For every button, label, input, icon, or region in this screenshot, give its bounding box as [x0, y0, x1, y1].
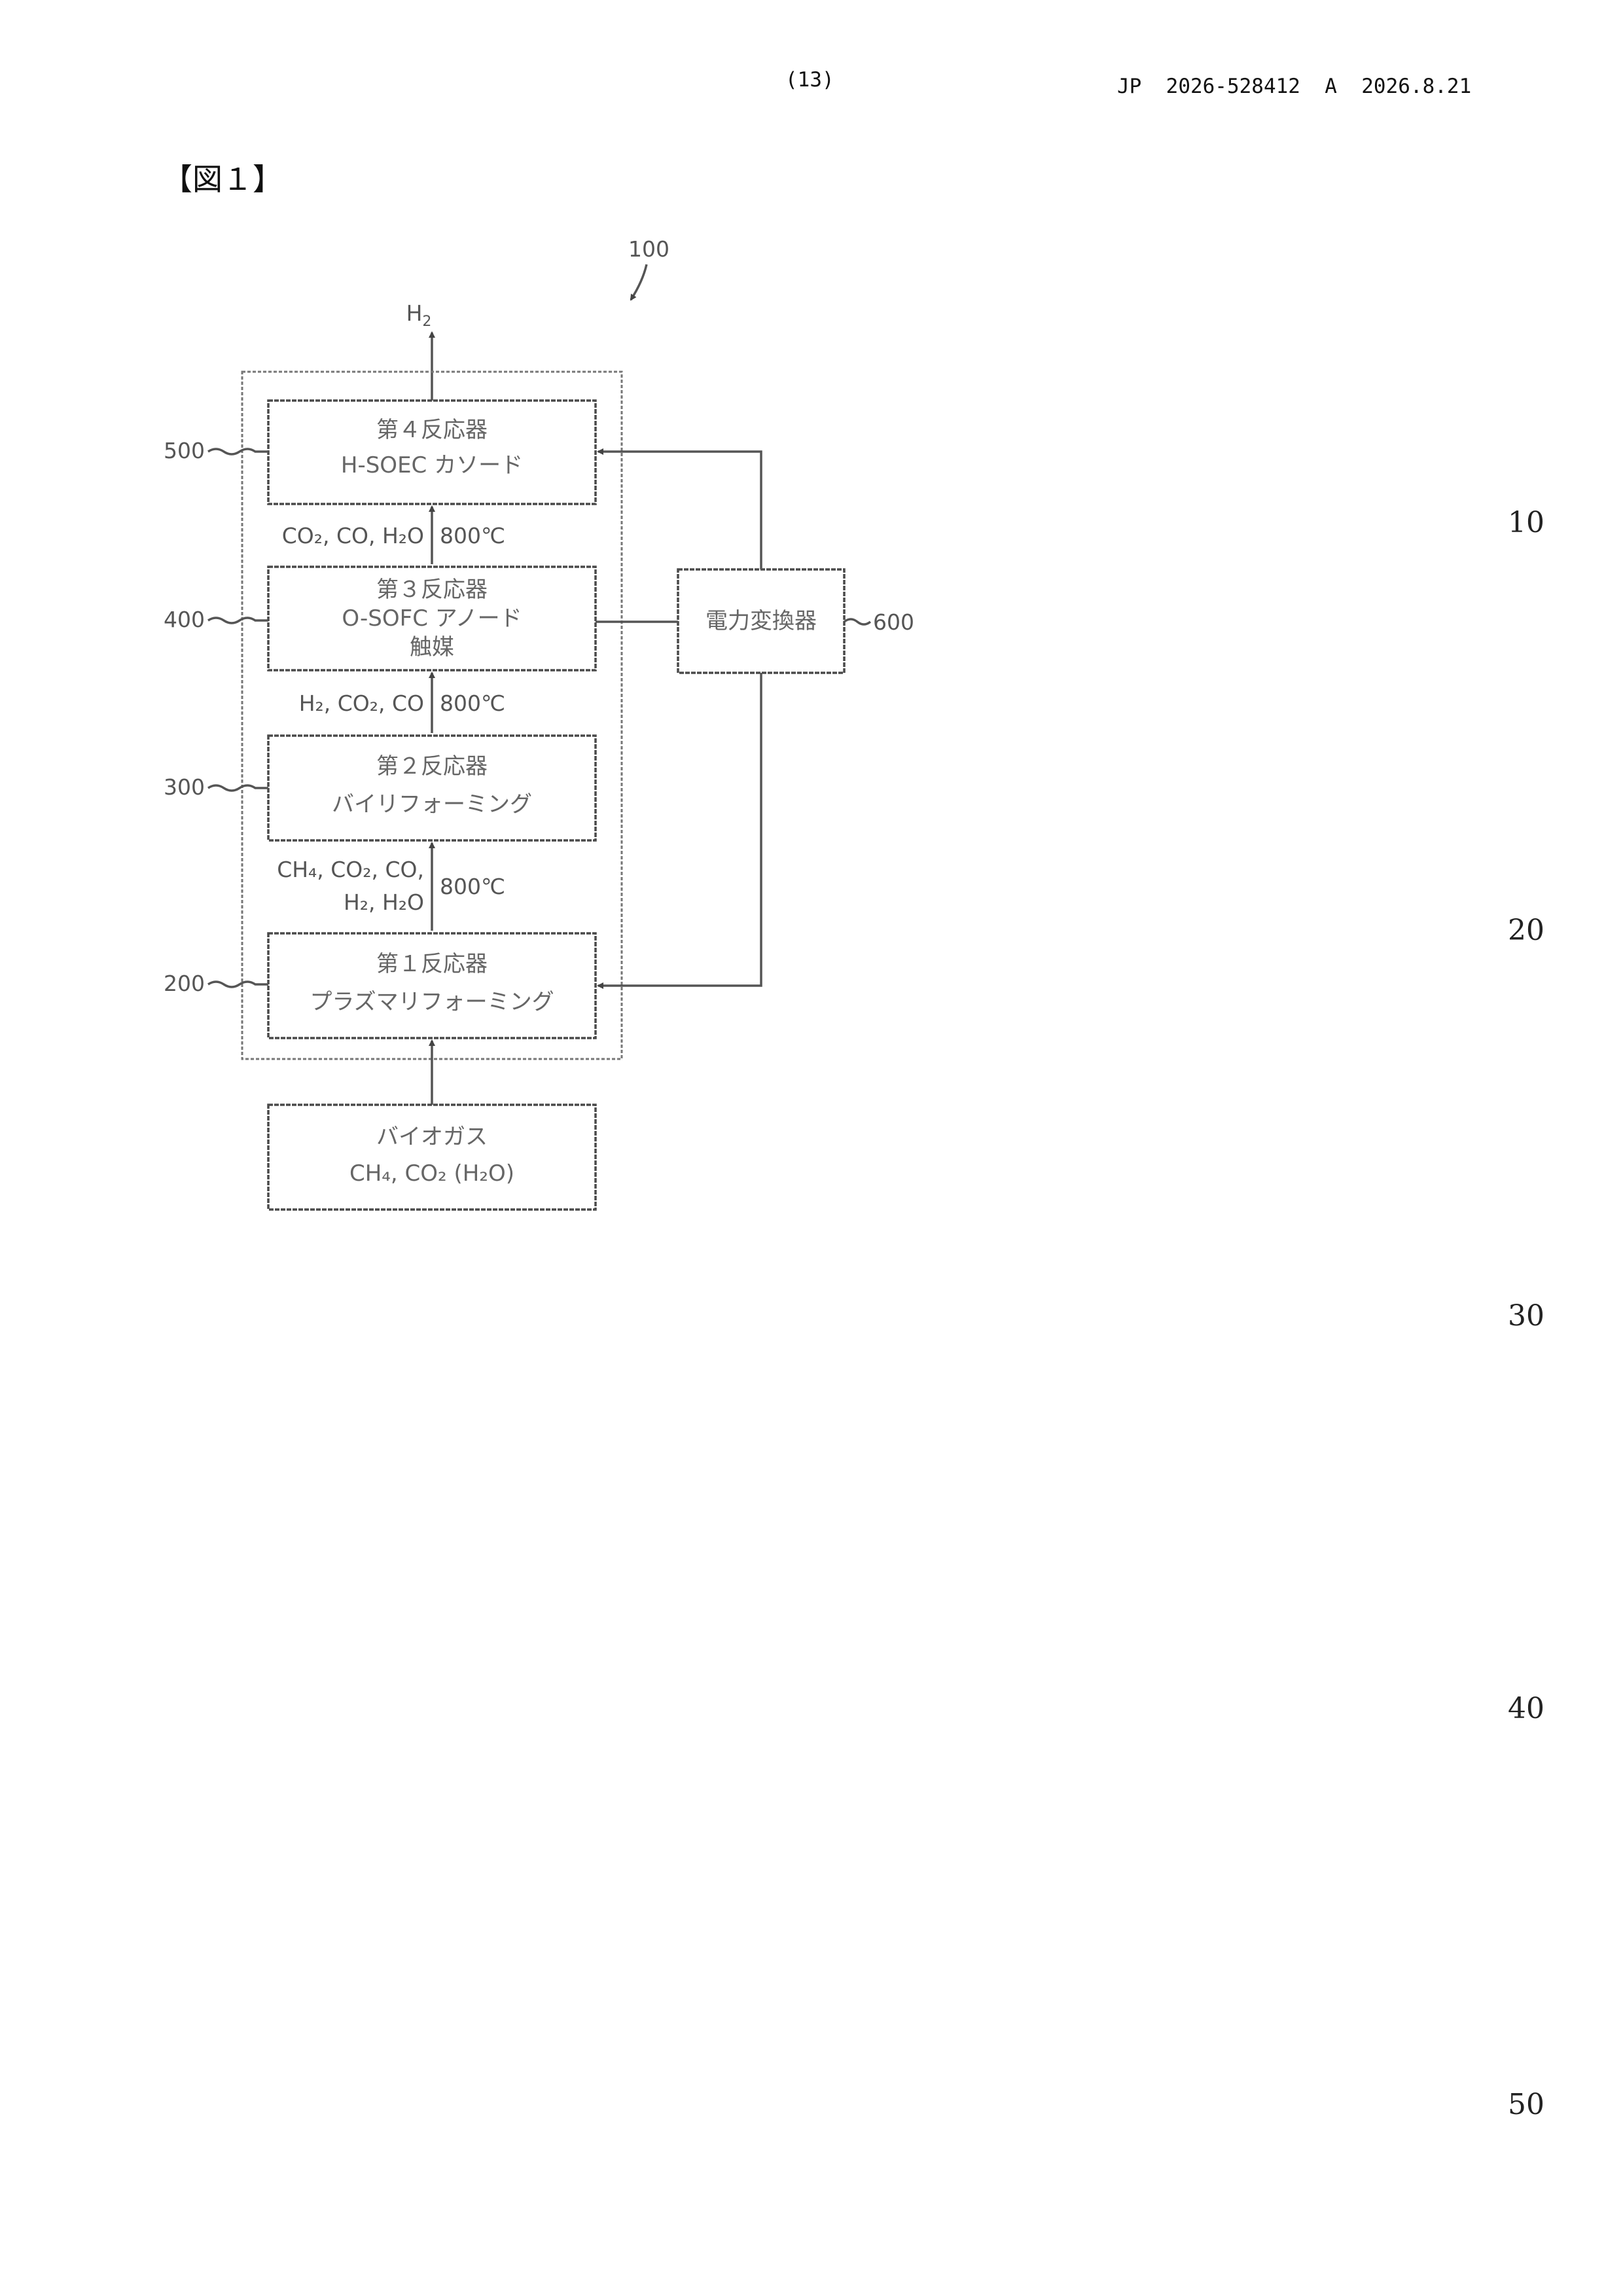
reactor-500-title: 第４反応器: [376, 417, 488, 443]
reactor-500-subtitle: H-SOEC カソード: [341, 452, 523, 478]
reactor-300-subtitle: バイリフォーミング: [332, 791, 532, 817]
reactor-400-title: 第３反応器: [376, 577, 488, 603]
stream-300-400-temp: 800℃: [440, 691, 505, 716]
power-converter-ref: 600: [873, 609, 914, 635]
reactor-400-subtitle: O-SOFC アノード: [342, 605, 522, 632]
stream-200-300-gases-line2: H₂, H₂O: [344, 889, 424, 915]
stream-200-300-gases: CH₄, CO₂, CO,: [277, 857, 424, 882]
stream-400-500-temp: 800℃: [440, 523, 505, 548]
reactor-200-title: 第１反応器: [376, 951, 488, 977]
power-converter-block: 電力変換器: [678, 569, 844, 673]
power-converter-leader: [844, 619, 870, 624]
system-ref-leader: [631, 264, 647, 300]
reactor-300-leader: [208, 785, 268, 791]
power-converter-label: 電力変換器: [705, 608, 817, 634]
output-gas-label: H2: [406, 300, 432, 330]
biogas-title: バイオガス: [376, 1124, 488, 1150]
biogas-composition: CH₄, CO₂ (H₂O): [349, 1160, 514, 1187]
stream-200-300-temp: 800℃: [440, 874, 505, 899]
stream-300-400-gases: H₂, CO₂, CO: [299, 691, 424, 716]
reactor-400-ref: 400: [164, 607, 205, 632]
reactor-500-ref: 500: [164, 438, 205, 463]
converter-to-200-line: [598, 673, 761, 986]
stream-400-500-gases: CO₂, CO, H₂O: [282, 523, 424, 548]
reactor-400-leader: [208, 618, 268, 623]
system-ref-label: 100: [628, 236, 669, 262]
reactor-200-ref: 200: [164, 971, 205, 996]
reactor-300-title: 第２反応器: [376, 753, 488, 780]
reactor-200-leader: [208, 982, 268, 987]
reactor-400-block: 第３反応器 O-SOFC アノード 触媒: [268, 567, 596, 670]
reactor-400-catalyst: 触媒: [410, 634, 454, 660]
biogas-input-block: バイオガス CH₄, CO₂ (H₂O): [268, 1105, 596, 1210]
reactor-200-block: 第１反応器 プラズマリフォーミング: [268, 933, 596, 1038]
reactor-500-leader: [208, 449, 268, 454]
reactor-300-ref: 300: [164, 774, 205, 800]
reactor-200-subtitle: プラズマリフォーミング: [310, 989, 554, 1015]
reactor-300-block: 第２反応器 バイリフォーミング: [268, 736, 596, 840]
reactor-500-block: 第４反応器 H-SOEC カソード: [268, 401, 596, 504]
